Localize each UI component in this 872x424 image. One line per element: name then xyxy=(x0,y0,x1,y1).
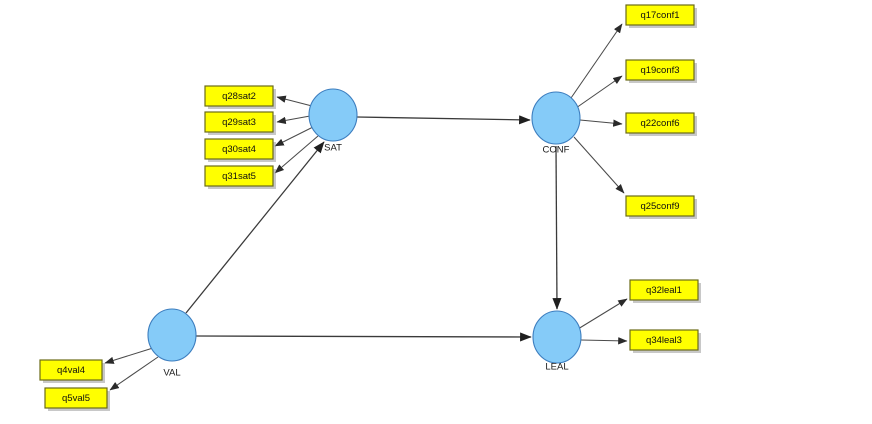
indicator-label: q5val5 xyxy=(62,393,90,404)
measurement-path-sat-to-q29sat3 xyxy=(276,115,311,125)
structural-path-val-to-sat xyxy=(185,141,325,314)
indicator-node-q25conf9[interactable]: q25conf9 xyxy=(625,195,697,219)
indicator-node-q5val5[interactable]: q5val5 xyxy=(44,387,110,411)
indicator-box[interactable] xyxy=(204,111,274,133)
construct-group: SAT CONF VAL LEAL xyxy=(147,88,582,379)
construct-ellipse[interactable] xyxy=(532,310,582,364)
structural-path-group xyxy=(185,115,562,342)
construct-label: CONF xyxy=(543,145,570,156)
indicator-node-q32leal1[interactable]: q32leal1 xyxy=(629,279,701,303)
indicator-box[interactable] xyxy=(39,359,103,381)
indicator-label: q31sat5 xyxy=(222,171,256,182)
indicator-node-q4val4[interactable]: q4val4 xyxy=(39,359,105,383)
indicator-node-q17conf1[interactable]: q17conf1 xyxy=(625,4,697,28)
construct-label: LEAL xyxy=(545,362,568,373)
structural-path-sat-to-conf xyxy=(356,115,531,125)
measurement-path-conf-to-q19conf3 xyxy=(575,75,623,109)
measurement-path-conf-to-q17conf1 xyxy=(570,23,623,99)
construct-label: VAL xyxy=(163,368,180,379)
measurement-path-leal-to-q32leal1 xyxy=(577,298,628,330)
structural-path-val-to-leal xyxy=(195,332,532,342)
construct-node-leal[interactable]: LEAL xyxy=(532,310,582,373)
measurement-path-conf-to-q25conf9 xyxy=(573,136,625,194)
indicator-label: q17conf1 xyxy=(640,10,679,21)
measurement-path-val-to-q5val5 xyxy=(109,356,159,391)
indicator-group: q28sat2 q29sat3 q30sat4 q31sat5 q17conf1 q19c… xyxy=(39,4,701,411)
indicator-box[interactable] xyxy=(625,59,695,81)
indicator-box[interactable] xyxy=(204,85,274,107)
indicator-node-q28sat2[interactable]: q28sat2 xyxy=(204,85,276,109)
measurement-path-sat-to-q31sat5 xyxy=(274,135,319,174)
indicator-box[interactable] xyxy=(625,4,695,26)
measurement-path-leal-to-q34leal3 xyxy=(580,337,628,345)
indicator-label: q19conf3 xyxy=(640,65,679,76)
measurement-path-sat-to-q28sat2 xyxy=(276,95,313,107)
indicator-box[interactable] xyxy=(625,112,695,134)
indicator-label: q30sat4 xyxy=(222,144,256,155)
indicator-label: q28sat2 xyxy=(222,91,256,102)
construct-node-sat[interactable]: SAT xyxy=(308,88,358,154)
indicator-box[interactable] xyxy=(629,279,699,301)
indicator-label: q29sat3 xyxy=(222,117,256,128)
indicator-node-q29sat3[interactable]: q29sat3 xyxy=(204,111,276,135)
structural-path-conf-to-leal xyxy=(552,145,562,310)
measurement-path-val-to-q4val4 xyxy=(104,347,154,364)
indicator-label: q34leal3 xyxy=(646,335,682,346)
construct-label: SAT xyxy=(324,143,342,154)
indicator-box[interactable] xyxy=(625,195,695,217)
construct-ellipse[interactable] xyxy=(147,308,197,362)
indicator-box[interactable] xyxy=(204,138,274,160)
construct-ellipse[interactable] xyxy=(308,88,358,142)
measurement-path-group xyxy=(104,23,628,391)
indicator-node-q30sat4[interactable]: q30sat4 xyxy=(204,138,276,162)
indicator-node-q19conf3[interactable]: q19conf3 xyxy=(625,59,697,83)
indicator-box[interactable] xyxy=(204,165,274,187)
indicator-node-q34leal3[interactable]: q34leal3 xyxy=(629,329,701,353)
indicator-node-q22conf6[interactable]: q22conf6 xyxy=(625,112,697,136)
indicator-box[interactable] xyxy=(629,329,699,351)
indicator-label: q25conf9 xyxy=(640,201,679,212)
construct-ellipse[interactable] xyxy=(531,91,581,145)
indicator-node-q31sat5[interactable]: q31sat5 xyxy=(204,165,276,189)
measurement-path-conf-to-q22conf6 xyxy=(579,119,623,127)
indicator-label: q22conf6 xyxy=(640,118,679,129)
construct-node-conf[interactable]: CONF xyxy=(531,91,581,156)
indicator-box[interactable] xyxy=(44,387,108,409)
indicator-label: q32leal1 xyxy=(646,285,682,296)
indicator-label: q4val4 xyxy=(57,365,85,376)
measurement-path-sat-to-q30sat4 xyxy=(274,126,314,147)
construct-node-val[interactable]: VAL xyxy=(147,308,197,379)
